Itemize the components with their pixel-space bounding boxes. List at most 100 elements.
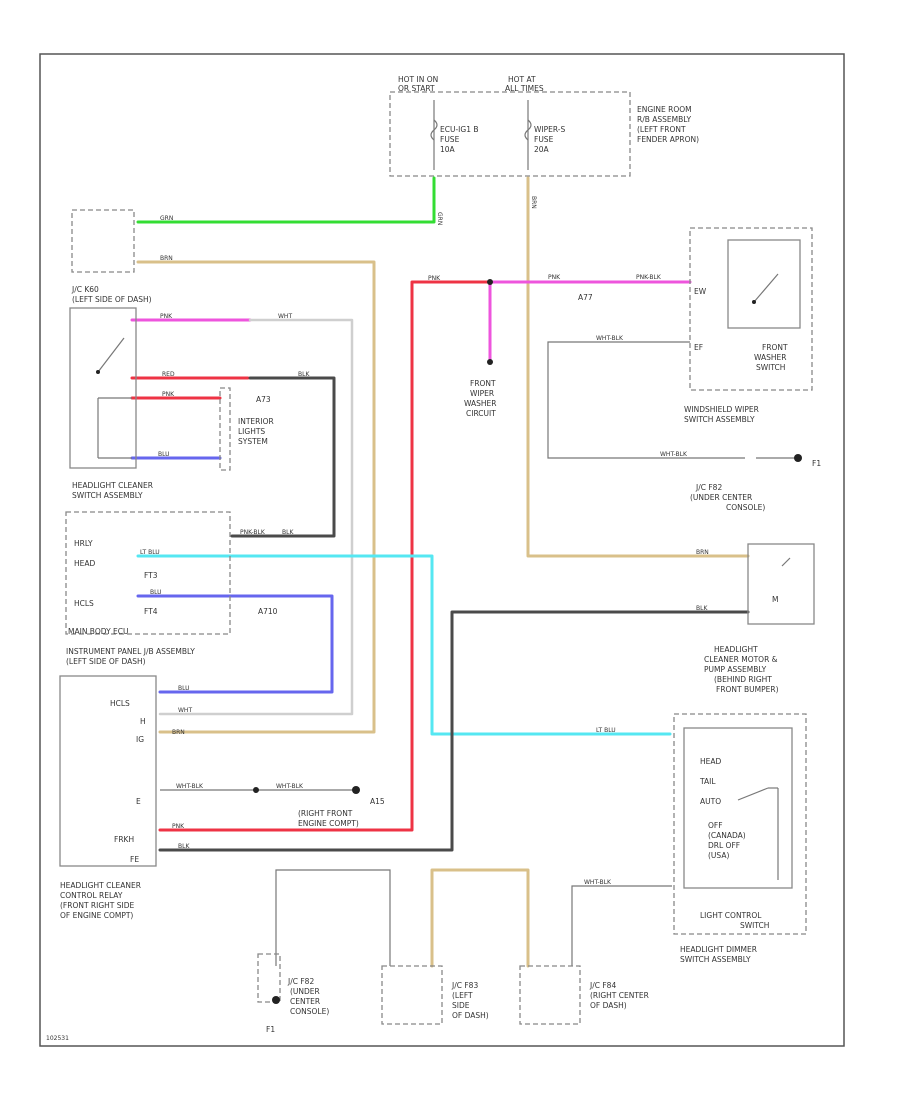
jc-f82b-line2: (UNDER <box>290 987 320 996</box>
jc-k60: J/C K60 (LEFT SIDE OF DASH) <box>69 285 152 469</box>
wire-bottom-label: WHT-BLK <box>584 879 612 886</box>
front-wiper-line2: WIPER <box>470 389 494 398</box>
interior-line1: INTERIOR <box>238 417 274 426</box>
wire-pnk-label: PNK <box>160 313 173 320</box>
jc-f83: J/C F83 (LEFT SIDE OF DASH) <box>381 965 489 1025</box>
wire-blu-label: BLU <box>150 589 162 596</box>
wire-brn-label-top: BRN <box>160 255 173 262</box>
wire-relay-e-label: WHT-BLK <box>176 783 204 790</box>
wire-grn-label-v: GRN <box>436 212 443 225</box>
pin-f1-bottom: F1 <box>266 1025 275 1034</box>
wire-blk-label-2: BLK <box>282 529 294 536</box>
ecu-fuse-word: FUSE <box>440 135 460 144</box>
splice-a73: A73 <box>256 395 271 404</box>
dimmer-tail: TAIL <box>699 777 716 786</box>
front-wiper-line3: WASHER <box>464 399 497 408</box>
ecu-fuse-name: ECU-IG1 B <box>440 125 479 134</box>
wire-blk-label-motor: BLK <box>696 605 708 612</box>
dimmer-line2: SWITCH ASSEMBLY <box>680 955 751 964</box>
wire-blu <box>136 594 334 694</box>
dimmer-off: OFF <box>708 821 723 830</box>
jc-f84-line1: J/C F84 <box>589 981 616 990</box>
dimmer-auto: AUTO <box>700 797 721 806</box>
svg-text:HOT AT: HOT AT <box>508 75 536 84</box>
wire-red-label: RED <box>162 371 175 378</box>
relay-pin-ig: IG <box>136 735 144 744</box>
light-control-switch: HEAD TAIL AUTO OFF (CANADA) DRL OFF (USA… <box>673 713 807 964</box>
wire-ltblu-label-r: LT BLU <box>596 727 616 734</box>
pin-ew: EW <box>694 287 707 296</box>
jc-f83-line3: SIDE <box>452 1001 470 1010</box>
hl-relay-line4: OF ENGINE COMPT) <box>60 911 133 920</box>
wire-whtblk-ws-label: WHT-BLK <box>596 335 624 342</box>
wire-brn-bottom <box>430 868 530 968</box>
wire-blk-motor <box>158 610 750 852</box>
jc-f82b-line4: CONSOLE) <box>290 1007 329 1016</box>
hl-relay-line2: CONTROL RELAY <box>60 891 123 900</box>
jc-f83-line1: J/C F83 <box>451 981 478 990</box>
svg-text:M: M <box>772 595 778 604</box>
wire-ltblu-label: LT BLU <box>140 549 160 556</box>
wire-wht <box>158 318 354 716</box>
wiper-fuse-name: WIPER-S <box>534 125 566 134</box>
front-wiper-line1: FRONT <box>470 379 496 388</box>
jc-f82b-line3: CENTER <box>290 997 320 1006</box>
ground-dot-f1 <box>794 454 802 462</box>
hl-cleaner-motor: M HEADLIGHT CLEANER MOTOR & PUMP ASSEMBL… <box>704 543 815 694</box>
splice-a710: A710 <box>258 607 278 616</box>
hot-in-on-line1: HOT IN ON <box>398 75 438 84</box>
a15-line3: ENGINE COMPT) <box>298 819 359 828</box>
wire-bottom-f82 <box>275 869 391 966</box>
wire-wht-label-relay: WHT <box>178 707 192 714</box>
pin-f1: F1 <box>812 459 821 468</box>
diagram-frame <box>39 53 845 1047</box>
wire-grn-label: GRN <box>160 215 173 222</box>
jc-f84: J/C F84 (RIGHT CENTER OF DASH) <box>519 965 649 1025</box>
ecu-fuse-amp: 10A <box>440 145 456 154</box>
engine-room-line3: (LEFT FRONT <box>637 125 686 134</box>
wire-whtblk-ws-label2: WHT-BLK <box>660 451 688 458</box>
a15-line1: A15 <box>370 797 385 806</box>
motor-line5: FRONT BUMPER) <box>716 685 779 694</box>
hot-at-line2: ALL TIMES <box>505 84 544 93</box>
dimmer-canada: (CANADA) <box>708 831 746 840</box>
splice-dot-relay <box>253 787 259 793</box>
jc-f82-bottom: J/C F82 (UNDER CENTER CONSOLE) F1 <box>257 953 329 1034</box>
dimmer-head: HEAD <box>700 757 722 766</box>
wire-brn-label-relay: BRN <box>172 729 185 736</box>
wire-bottom-f84 <box>571 885 672 966</box>
wire-blu-int-label: BLU <box>158 451 170 458</box>
relay-pin-e: E <box>136 797 141 806</box>
main-body-ecu-label: MAIN BODY ECU <box>68 627 129 636</box>
ip-jb-line2: (LEFT SIDE OF DASH) <box>66 657 146 666</box>
ground-dot-a15 <box>352 786 360 794</box>
wire-brn-label-motor: BRN <box>696 549 709 556</box>
pin-ft3: FT3 <box>144 571 158 580</box>
wiper-fuse-word: FUSE <box>534 135 554 144</box>
wire-blk-a73 <box>230 376 336 538</box>
wire-pnkblk-label-2: PNK-BLK <box>240 529 266 536</box>
relay-pin-hcls: HCLS <box>110 699 130 708</box>
wire-whtblk-ws <box>547 341 745 459</box>
wire-brn-right <box>526 176 750 558</box>
front-washer-line3: SWITCH <box>756 363 785 372</box>
hl-switch-line1: HEADLIGHT CLEANER <box>72 481 153 490</box>
hot-at-line1: HOT AT <box>508 75 536 84</box>
corner-id: 102531 <box>46 1035 69 1042</box>
jc-f83-line4: OF DASH) <box>452 1011 489 1020</box>
engine-room-line4: FENDER APRON) <box>637 135 699 144</box>
wire-grn <box>136 176 436 224</box>
motor-line2: CLEANER MOTOR & <box>704 655 778 664</box>
hot-in-on-line2: OR START <box>398 84 435 93</box>
splice-dot-pnk <box>487 279 493 285</box>
svg-text:OR START: OR START <box>398 84 435 93</box>
engine-room-rb: HOT IN ON OR START HOT AT ALL TIMES ECU-… <box>389 75 699 177</box>
motor-line4: (BEHIND RIGHT <box>714 675 772 684</box>
dimmer-drloff: DRL OFF <box>708 841 740 850</box>
relay-pin-frkh: FRKH <box>114 835 134 844</box>
interior-line3: SYSTEM <box>238 437 268 446</box>
splice-a77: A77 <box>578 293 593 302</box>
wire-pnkblk-label: PNK-BLK <box>636 274 662 281</box>
wire-blk-label: BLK <box>298 371 310 378</box>
